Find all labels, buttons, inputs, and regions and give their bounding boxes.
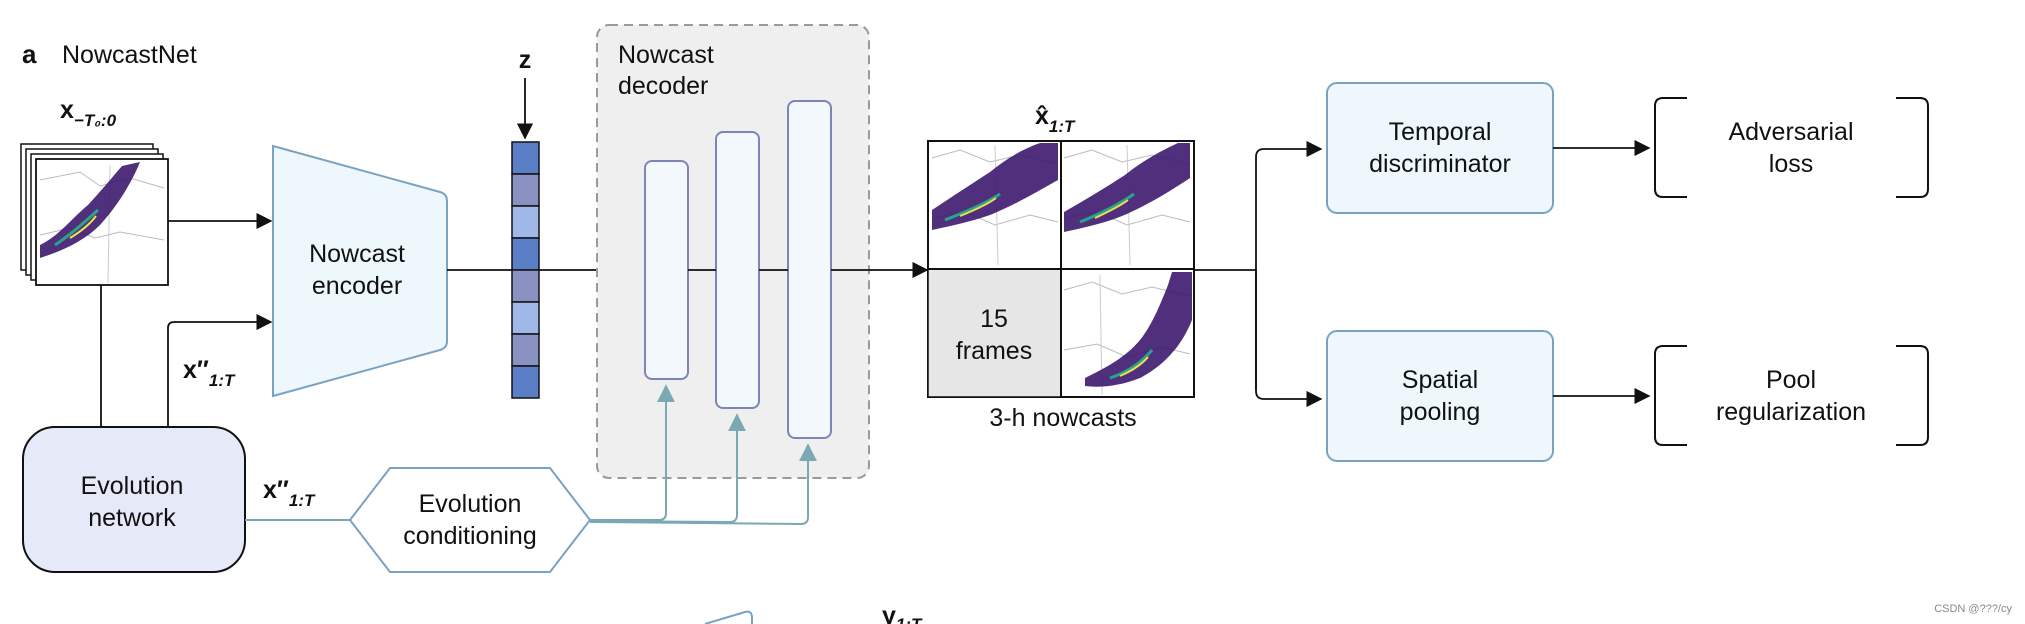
adversarial-loss-line2: loss (1769, 150, 1813, 178)
output-grid: 15 frames (927, 140, 1195, 398)
decoder-block-3 (787, 100, 832, 439)
evolution-network-line2: network (88, 504, 176, 532)
output-map-2 (1063, 143, 1191, 266)
branch-connectors (1194, 140, 1323, 408)
evolution-network-line1: Evolution (81, 472, 184, 500)
pool-regularization-bracket (1654, 345, 1929, 446)
decoder-block-2 (715, 131, 760, 409)
temporal-discriminator-line2: discriminator (1369, 150, 1511, 178)
input-radar-map (39, 162, 165, 284)
temporal-discriminator (1326, 82, 1554, 214)
evolution-output-label-upper: x″1:T (183, 356, 236, 390)
arrow-evolution-to-encoder (167, 313, 273, 426)
adversarial-loss-line1: Adversarial (1728, 118, 1853, 146)
output-label: x̂1:T (1035, 102, 1076, 136)
encoder-label-line1: Nowcast (309, 240, 405, 268)
adversarial-loss-bracket (1654, 97, 1929, 198)
pool-regularization-line1: Pool (1766, 366, 1816, 394)
encoder-label-line2: encoder (312, 272, 402, 300)
evolution-conditioning-line1: Evolution (419, 490, 522, 518)
frames-line2: frames (956, 337, 1032, 365)
decoder-label-line2: decoder (618, 72, 708, 100)
spatial-pooling-line2: pooling (1400, 398, 1481, 426)
watermark: CSDN @???/cy (1934, 603, 2012, 615)
spatial-pooling (1326, 330, 1554, 462)
temporal-discriminator-line1: Temporal (1389, 118, 1492, 146)
frames-line1: 15 (980, 305, 1008, 333)
input-label: x−T₀:0 (60, 96, 117, 130)
evolution-network (22, 426, 246, 573)
evolution-conditioning-line2: conditioning (403, 522, 536, 550)
output-map-1 (931, 143, 1059, 266)
output-map-3 (1063, 272, 1192, 396)
latent-vector (511, 141, 540, 399)
evolution-output-label-lower: x″1:T (263, 476, 316, 510)
input-radar-stack (20, 143, 169, 286)
conditioning-connectors (589, 384, 817, 526)
latent-label: z (519, 46, 532, 74)
evolution-conditioning (348, 467, 592, 573)
panel-title: NowcastNet (62, 41, 197, 69)
decoder-label-line1: Nowcast (618, 41, 714, 69)
nowcast-encoder (272, 144, 448, 398)
pool-regularization-line2: regularization (1716, 398, 1866, 426)
spatial-pooling-line1: Spatial (1402, 366, 1478, 394)
bottom-partial-label: y1:T (882, 602, 923, 624)
grid-caption: 3-h nowcasts (989, 404, 1136, 432)
frames-cell (927, 268, 1062, 398)
decoder-block-1 (644, 160, 689, 380)
panel-letter: a (22, 39, 37, 69)
bottom-partial-shape (704, 610, 753, 624)
